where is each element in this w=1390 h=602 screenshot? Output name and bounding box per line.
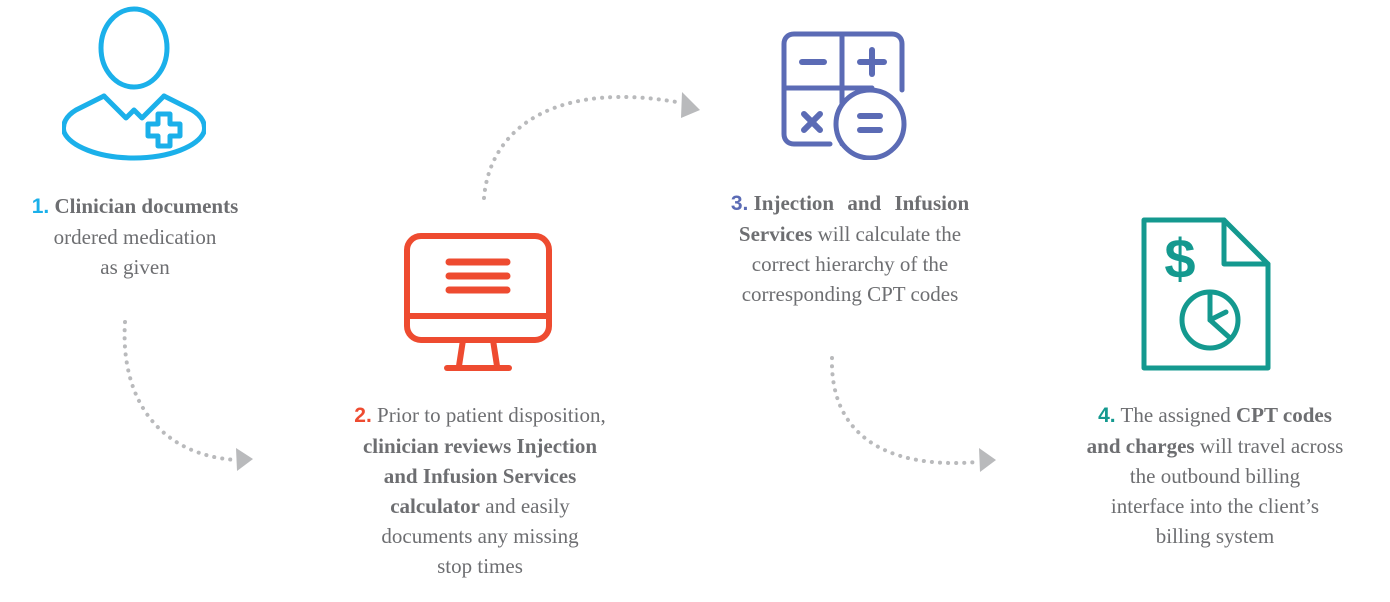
step-2-bold-3: calculator [390,494,480,518]
step-2-line-5: documents any missing [381,524,579,548]
arrowhead-1 [236,448,253,471]
step-3-bold-1: Injection and Infusion [753,191,970,215]
step-2-bold-1: clinician reviews Injection [362,434,598,458]
step-4-line-4: interface into the client’s [1110,494,1320,518]
step-3-line-4: corresponding CPT codes [741,282,959,306]
step-4-text: 4. The assigned CPT codes and charges wi… [1040,400,1390,551]
step-2-line-1: Prior to patient disposition, [377,403,606,427]
step-3-number: 3. [730,192,749,215]
step-3-line-2: will calculate the [817,222,962,246]
dollar-sign-glyph: $ [1164,227,1195,290]
step-3-line-3: correct hierarchy of the [751,252,949,276]
arrow-1-to-2 [122,320,238,462]
arrowhead-3 [979,448,996,472]
step-1-bold: Clinician documents [54,194,239,218]
step-4-number: 4. [1098,404,1116,427]
step-4-bold-1: CPT codes [1236,403,1332,427]
step-4-line-3: the outbound billing [1129,464,1301,488]
step-2-line-6: stop times [437,554,523,578]
step-1-line-2: ordered medication [53,225,217,249]
step-3-bold-2: Services [738,222,813,246]
step-4-line-2: will travel across [1199,434,1344,458]
step-2-bold-2: and Infusion Services [383,464,577,488]
calculator-icon [781,31,907,160]
step-4-line-1: The assigned [1120,403,1231,427]
arrow-3-to-4 [829,356,980,465]
step-3-text: 3. Injection and Infusion Services will … [680,188,1020,309]
step-4-line-5: billing system [1155,524,1275,548]
monitor-icon [404,233,552,371]
billing-document-icon: $ [1141,217,1271,371]
step-2-number: 2. [354,404,372,427]
step-2-text: 2. Prior to patient disposition, clinici… [300,400,660,581]
step-1-text: 1. Clinician documents ordered medicatio… [0,191,270,282]
arrowhead-2 [681,92,700,118]
step-2-line-4: and easily [485,494,570,518]
arrow-2-to-3 [482,94,684,200]
step-1-number: 1. [31,195,50,218]
clinician-icon [62,6,206,161]
step-1-line-3: as given [100,255,170,279]
step-4-bold-2: and charges [1086,434,1195,458]
